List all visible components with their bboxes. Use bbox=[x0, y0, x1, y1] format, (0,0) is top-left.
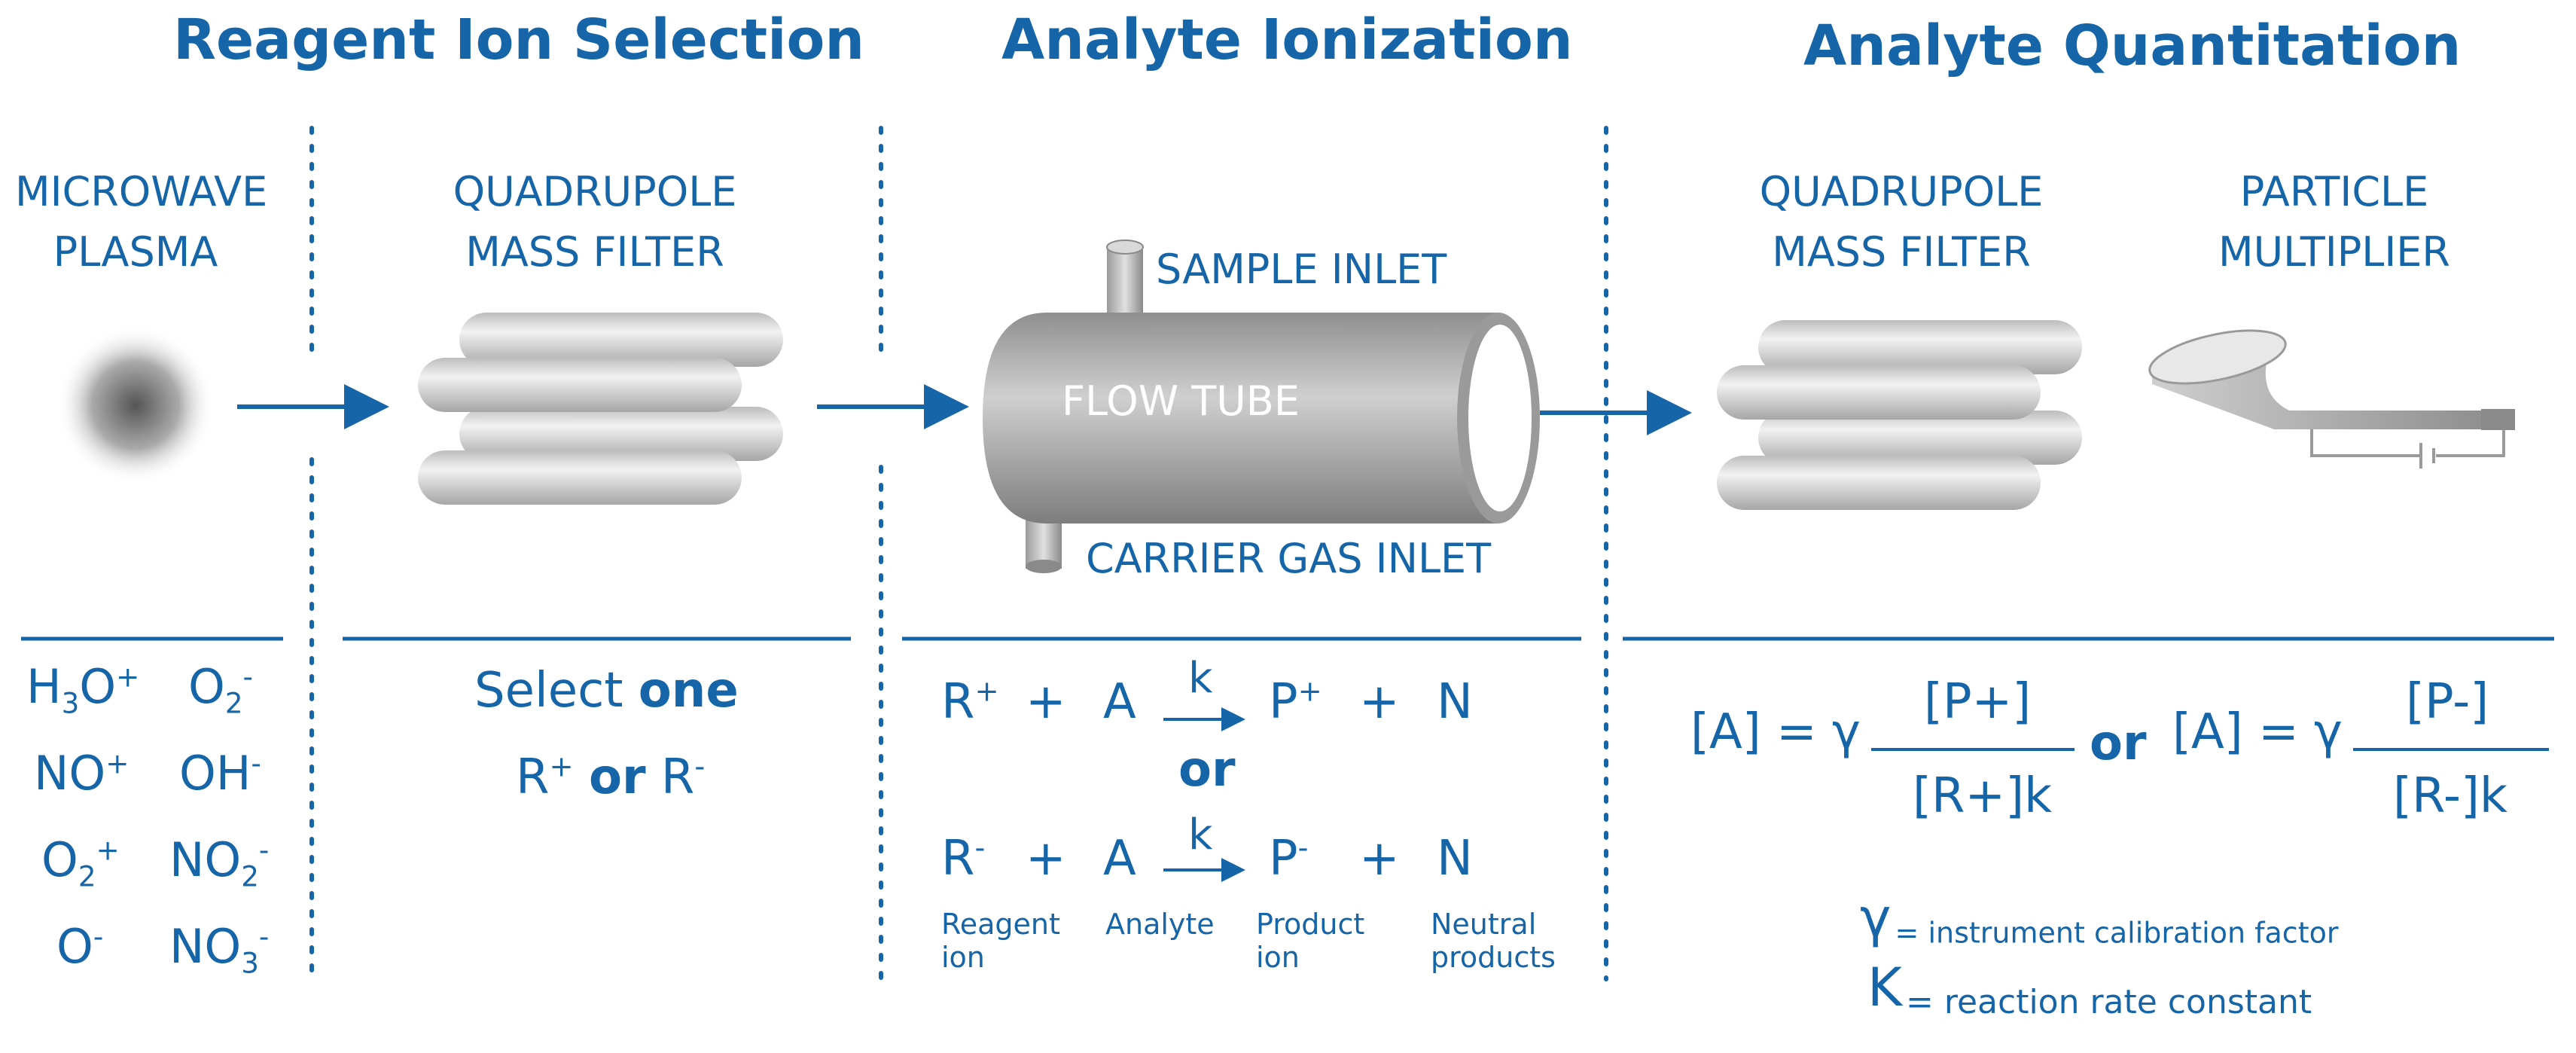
reaction-or: or bbox=[1178, 742, 1236, 798]
ion-o2-minus: O2- bbox=[188, 659, 253, 720]
reaction-2-plus-a: + bbox=[1026, 831, 1066, 887]
reaction-2-product: P- bbox=[1269, 831, 1309, 887]
particle-multiplier-icon bbox=[2148, 329, 2515, 469]
label-sample-inlet: SAMPLE INLET bbox=[1156, 246, 1447, 293]
quant-lhs-neg: [A] = γ bbox=[2172, 704, 2343, 760]
quant-denominator-pos: [R+]k bbox=[1913, 768, 2053, 824]
reaction-1-analyte: A bbox=[1103, 674, 1136, 730]
quant-numerator-pos: [P+] bbox=[1924, 674, 2032, 730]
reaction-2-plus-b: + bbox=[1359, 831, 1400, 887]
reaction-1-neutral: N bbox=[1437, 674, 1473, 730]
reaction-2-reagent: R- bbox=[941, 831, 986, 887]
label-flow-tube: FLOW TUBE bbox=[1062, 377, 1300, 425]
heading-analyte-quantitation: Analyte Quantitation bbox=[1803, 14, 2462, 78]
ion-no-plus: NO+ bbox=[34, 746, 130, 801]
label-quadrupole-2: QUADRUPOLE MASS FILTER bbox=[1759, 168, 2044, 276]
legend-k: K = reaction rate constant bbox=[1867, 957, 2312, 1021]
quadrupole-mass-filter-icon-2 bbox=[1717, 320, 2082, 510]
microwave-plasma-icon bbox=[56, 326, 215, 484]
heading-analyte-ionization: Analyte Ionization bbox=[1001, 8, 1573, 72]
label-particle-multiplier: PARTICLE MULTIPLIER bbox=[2218, 168, 2450, 276]
ion-o-minus: O- bbox=[56, 919, 104, 974]
ion-no3-minus: NO3- bbox=[169, 919, 270, 980]
quadrupole-mass-filter-icon-1 bbox=[418, 313, 783, 505]
heading-reagent-ion-selection: Reagent Ion Selection bbox=[173, 8, 865, 72]
reaction-1-product: P+ bbox=[1269, 674, 1322, 730]
ion-o2-plus: O2+ bbox=[41, 832, 120, 893]
reaction-1-reagent: R+ bbox=[941, 674, 999, 730]
quant-numerator-neg: [P-] bbox=[2406, 674, 2489, 730]
quant-lhs-pos: [A] = γ bbox=[1690, 704, 1861, 760]
label-analyte: Analyte bbox=[1105, 908, 1215, 941]
legend-gamma: γ = instrument calibration factor bbox=[1860, 887, 2339, 950]
select-r-plus-or-r-minus: R+ or R- bbox=[516, 749, 706, 805]
reaction-1-plus-a: + bbox=[1026, 674, 1066, 730]
label-product-ion: Product ion bbox=[1256, 908, 1365, 974]
label-carrier-gas-inlet: CARRIER GAS INLET bbox=[1086, 535, 1492, 582]
label-neutral-products: Neutral products bbox=[1431, 908, 1556, 974]
reaction-2-analyte: A bbox=[1103, 831, 1136, 887]
flow-tube-icon bbox=[983, 240, 1540, 573]
reaction-2-neutral: N bbox=[1437, 831, 1473, 887]
ion-no2-minus: NO2- bbox=[169, 832, 270, 893]
reaction-2-k: k bbox=[1188, 810, 1213, 859]
label-microwave-plasma: MICROWAVE PLASMA bbox=[15, 168, 268, 276]
reaction-1-plus-b: + bbox=[1359, 674, 1400, 730]
quant-denominator-neg: [R-]k bbox=[2393, 768, 2507, 824]
quant-or: or bbox=[2090, 716, 2147, 771]
ion-oh-minus: OH- bbox=[179, 746, 261, 801]
select-one-text: Select one bbox=[474, 663, 739, 719]
ion-h3o-plus: H3O+ bbox=[26, 659, 140, 720]
dotted-dividers bbox=[309, 126, 1608, 981]
label-reagent-ion: Reagent ion bbox=[941, 908, 1060, 974]
label-quadrupole-1: QUADRUPOLE MASS FILTER bbox=[453, 168, 737, 276]
reaction-1-k: k bbox=[1188, 654, 1213, 703]
